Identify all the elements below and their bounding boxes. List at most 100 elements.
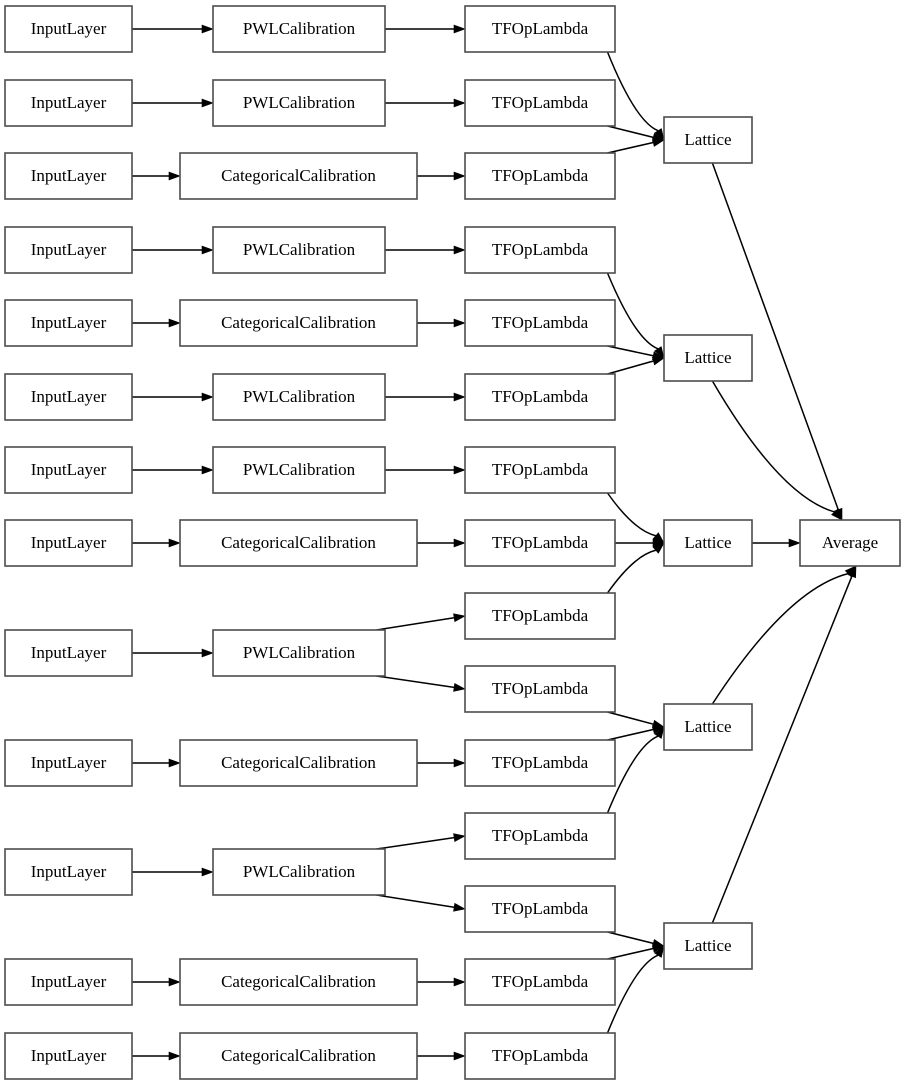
node-cal1-pwlcalibration[interactable]: PWLCalibration (212, 5, 386, 53)
node-in10-inputlayer[interactable]: InputLayer (4, 739, 133, 787)
node-label: PWLCalibration (243, 240, 356, 259)
node-label: TFOpLambda (492, 313, 589, 332)
node-lat4-lattice[interactable]: Lattice (663, 703, 753, 751)
node-cal11-pwlcalibration[interactable]: PWLCalibration (212, 848, 386, 896)
node-cal2-pwlcalibration[interactable]: PWLCalibration (212, 79, 386, 127)
arrowhead-icon (453, 902, 466, 912)
node-label: PWLCalibration (243, 460, 356, 479)
node-op8-tfoplambda[interactable]: TFOpLambda (464, 519, 616, 567)
edge-lat4-to-avg (711, 572, 849, 705)
edge-lat1-to-avg (711, 162, 839, 510)
node-op14-tfoplambda[interactable]: TFOpLambda (464, 958, 616, 1006)
node-in8-inputlayer[interactable]: InputLayer (4, 519, 133, 567)
node-op12-tfoplambda[interactable]: TFOpLambda (464, 812, 616, 860)
node-box (464, 885, 616, 933)
node-label: TFOpLambda (492, 1046, 589, 1065)
node-box (663, 922, 753, 970)
node-avg-average[interactable]: Average (799, 519, 901, 567)
node-label: InputLayer (31, 240, 107, 259)
edge-op9-to-lat3 (606, 549, 656, 594)
arrowhead-icon (453, 465, 466, 475)
node-box (464, 958, 616, 1006)
node-label: InputLayer (31, 862, 107, 881)
node-label: InputLayer (31, 387, 107, 406)
node-in12-inputlayer[interactable]: InputLayer (4, 958, 133, 1006)
node-box (464, 373, 616, 421)
node-op7-tfoplambda[interactable]: TFOpLambda (464, 446, 616, 494)
node-lat5-lattice[interactable]: Lattice (663, 922, 753, 970)
node-box (179, 299, 418, 347)
arrowhead-icon (831, 508, 843, 521)
node-op1-tfoplambda[interactable]: TFOpLambda (464, 5, 616, 53)
node-cal6-pwlcalibration[interactable]: PWLCalibration (212, 373, 386, 421)
node-op4-tfoplambda[interactable]: TFOpLambda (464, 226, 616, 274)
node-op15-tfoplambda[interactable]: TFOpLambda (464, 1032, 616, 1080)
node-label: Lattice (684, 717, 731, 736)
node-label: CategoricalCalibration (221, 972, 376, 991)
node-box (4, 848, 133, 896)
node-in1-inputlayer[interactable]: InputLayer (4, 5, 133, 53)
node-label: Lattice (684, 533, 731, 552)
node-in2-inputlayer[interactable]: InputLayer (4, 79, 133, 127)
node-in7-inputlayer[interactable]: InputLayer (4, 446, 133, 494)
arrowhead-icon (201, 98, 214, 108)
node-label: InputLayer (31, 19, 107, 38)
node-cal4-pwlcalibration[interactable]: PWLCalibration (212, 226, 386, 274)
node-cal12-categoricalcalibration[interactable]: CategoricalCalibration (179, 958, 418, 1006)
arrowhead-icon (654, 346, 665, 359)
arrowhead-icon (168, 758, 181, 768)
edge-op2-to-lat1 (607, 125, 654, 139)
node-op6-tfoplambda[interactable]: TFOpLambda (464, 373, 616, 421)
node-op5-tfoplambda[interactable]: TFOpLambda (464, 299, 616, 347)
node-box (4, 629, 133, 677)
node-lat2-lattice[interactable]: Lattice (663, 334, 753, 382)
node-cal3-categoricalcalibration[interactable]: CategoricalCalibration (179, 152, 418, 200)
node-box (663, 703, 753, 751)
node-in9-inputlayer[interactable]: InputLayer (4, 629, 133, 677)
node-cal8-categoricalcalibration[interactable]: CategoricalCalibration (179, 519, 418, 567)
node-label: CategoricalCalibration (221, 753, 376, 772)
node-op9-tfoplambda[interactable]: TFOpLambda (464, 592, 616, 640)
edge-op12-to-lat4 (606, 735, 659, 814)
node-cal5-categoricalcalibration[interactable]: CategoricalCalibration (179, 299, 418, 347)
node-op10-tfoplambda[interactable]: TFOpLambda (464, 665, 616, 713)
node-cal7-pwlcalibration[interactable]: PWLCalibration (212, 446, 386, 494)
node-box (663, 116, 753, 164)
arrowhead-icon (651, 725, 665, 734)
node-label: TFOpLambda (492, 899, 589, 918)
edge-op3-to-lat1 (607, 141, 654, 154)
node-box (464, 79, 616, 127)
node-box (4, 1032, 133, 1080)
node-in13-inputlayer[interactable]: InputLayer (4, 1032, 133, 1080)
node-label: InputLayer (31, 166, 107, 185)
node-op13-tfoplambda[interactable]: TFOpLambda (464, 885, 616, 933)
node-box (179, 739, 418, 787)
arrowhead-icon (654, 945, 665, 958)
node-in11-inputlayer[interactable]: InputLayer (4, 848, 133, 896)
arrowhead-icon (168, 1051, 181, 1061)
edge-op15-to-lat5 (606, 954, 659, 1034)
node-label: Average (822, 533, 878, 552)
node-box (464, 1032, 616, 1080)
arrowhead-icon (453, 833, 466, 843)
node-cal10-categoricalcalibration[interactable]: CategoricalCalibration (179, 739, 418, 787)
node-in6-inputlayer[interactable]: InputLayer (4, 373, 133, 421)
node-op2-tfoplambda[interactable]: TFOpLambda (464, 79, 616, 127)
node-op3-tfoplambda[interactable]: TFOpLambda (464, 152, 616, 200)
node-lat3-lattice[interactable]: Lattice (663, 519, 753, 567)
node-in3-inputlayer[interactable]: InputLayer (4, 152, 133, 200)
node-in5-inputlayer[interactable]: InputLayer (4, 299, 133, 347)
node-label: TFOpLambda (492, 753, 589, 772)
arrowhead-icon (201, 648, 214, 658)
node-in4-inputlayer[interactable]: InputLayer (4, 226, 133, 274)
arrowhead-icon (453, 1051, 466, 1061)
node-cal9-pwlcalibration[interactable]: PWLCalibration (212, 629, 386, 677)
node-label: TFOpLambda (492, 460, 589, 479)
node-box (799, 519, 901, 567)
arrowhead-icon (847, 565, 857, 579)
node-label: TFOpLambda (492, 826, 589, 845)
node-lat1-lattice[interactable]: Lattice (663, 116, 753, 164)
node-label: TFOpLambda (492, 19, 589, 38)
node-cal13-categoricalcalibration[interactable]: CategoricalCalibration (179, 1032, 418, 1080)
node-op11-tfoplambda[interactable]: TFOpLambda (464, 739, 616, 787)
